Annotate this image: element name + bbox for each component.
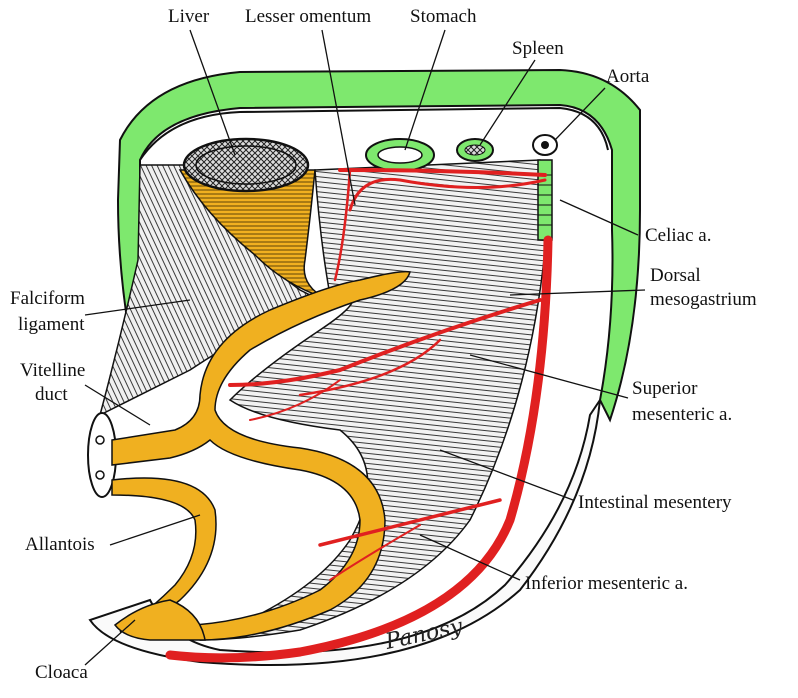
label-vitelline-1: Vitelline [20,360,85,382]
label-lesser-omentum: Lesser omentum [245,6,371,28]
stomach-lumen [378,147,422,163]
label-superior-1: Superior [632,378,697,400]
label-aorta: Aorta [606,66,649,88]
label-falciform-1: Falciform [10,288,85,310]
label-liver: Liver [168,6,209,28]
label-intestinal-mesentery: Intestinal mesentery [578,492,732,514]
spleen-core [465,145,485,155]
label-vitelline-2: duct [35,384,68,406]
aorta-vessel [538,160,552,240]
label-cloaca: Cloaca [35,662,88,684]
label-dorsal-2: mesogastrium [650,289,757,311]
label-falciform-2: ligament [18,314,84,336]
label-inferior-mesenteric: Inferior mesenteric a. [525,573,688,595]
aorta-lumen [541,141,549,149]
label-dorsal-1: Dorsal [650,265,701,287]
cloaca [115,600,205,640]
label-spleen: Spleen [512,38,564,60]
label-stomach: Stomach [410,6,477,28]
label-superior-2: mesenteric a. [632,404,732,426]
label-allantois: Allantois [25,534,95,556]
label-celiac: Celiac a. [645,225,711,247]
liver-inner [196,146,296,184]
